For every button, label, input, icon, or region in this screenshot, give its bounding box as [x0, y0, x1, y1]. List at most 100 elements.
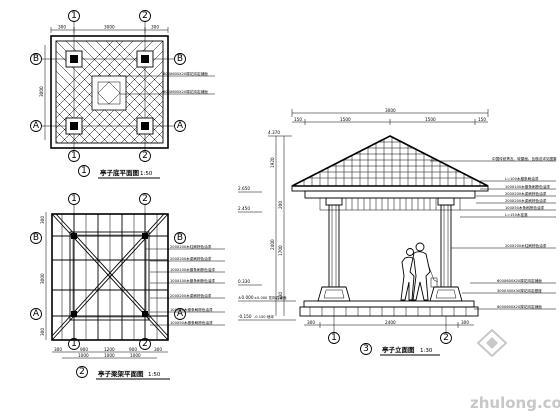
axis-bubble-A-left — [30, 120, 42, 132]
axis-bubble-B-left — [30, 232, 42, 244]
axis-label-B-right: B — [177, 233, 183, 243]
centre-medallion — [91, 75, 127, 111]
axis-label-1-bottom: 1 — [71, 339, 77, 349]
dim-top-left: 300 — [58, 25, 66, 30]
elev-dim-top-3: 1500 — [425, 117, 436, 122]
elevation-annotations: 中国传统青瓦，坡屋面，瓦做法详见图集 L=100木檩条刷油漆 100X100木檩… — [430, 156, 557, 310]
elev-dim-bottom-3: 300 — [461, 320, 469, 325]
elev-annotation-11: 600X600X20厚花岗岩铺面 — [497, 304, 542, 309]
level-mark-5: ±0.000 — [238, 295, 254, 300]
plan2-dim-b2-2: 1000 — [104, 353, 115, 358]
plan2-dim-b-5: 300 — [154, 347, 162, 352]
axis-bubble-2-bottom — [139, 338, 151, 350]
axis-label-2-top: 2 — [142, 11, 148, 21]
elev-dim-left-4: 2400 — [270, 239, 275, 250]
elev-annotation-4: 200X200木梁刷棕色油漆 — [505, 191, 547, 196]
axis-bubble-A-right — [174, 308, 186, 320]
drawing-number-1: 1 — [81, 166, 87, 176]
dim-left: 3000 — [39, 86, 44, 97]
plan1-scale: 1:50 — [140, 171, 153, 177]
elev-annotation-3: 100X100木檩条刷棕色油漆 — [505, 184, 550, 189]
drawing-number-3: 3 — [363, 344, 369, 354]
platform-base — [299, 306, 479, 317]
axis-label-A-left: A — [33, 121, 40, 131]
plan2-title: 亭子梁架平面图 — [98, 369, 144, 378]
columns — [325, 197, 455, 288]
dim-top-mid: 3000 — [104, 25, 115, 30]
vertical-dims: 1920 1700 200 2400 330 — [270, 136, 285, 316]
level-marks: 4.370 2.650 2.450 0.330 ±0.000 ±0.000 花岗… — [238, 130, 296, 321]
platform-outline — [50, 35, 169, 149]
axis-label-A-right: A — [177, 309, 184, 319]
plan2-dim-b-4: 900 — [129, 347, 137, 352]
elev-dim-left-3: 200 — [278, 201, 283, 209]
plan1-annotation-1: 600X600X20厚花岗岩铺面 — [163, 71, 208, 76]
ring-beam — [69, 231, 150, 321]
plan2-annotation-3: 100X100木檩条刷棕色油漆 — [170, 267, 215, 272]
axis-bubble-2-top — [139, 193, 151, 205]
axis-label-2: 2 — [443, 333, 449, 343]
axis-label-2-bottom: 2 — [142, 151, 148, 161]
elev-dim-top-4: 150 — [478, 117, 486, 122]
axis-bubble-B-right — [174, 53, 186, 65]
axis-label-1-bottom: 1 — [71, 151, 77, 161]
elev-annotation-8: 200X200木柱刷棕色油漆 — [505, 243, 547, 248]
elevation-scale: 1:30 — [420, 348, 433, 354]
axis-bubble-1-top — [68, 193, 80, 205]
watermark: zhulong.com — [470, 328, 560, 412]
elev-annotation-6: 100X50木条刷棕色油漆 — [505, 205, 544, 210]
elev-annotation-2: L=100木檩条刷油漆 — [505, 176, 539, 181]
level-mark-3: 2.450 — [238, 206, 250, 211]
plan2-annotation-2: 200X200木梁刷棕色油漆 — [170, 256, 212, 261]
column-bases — [317, 286, 463, 302]
plan2-scale: 1:50 — [148, 372, 161, 378]
plan2-dim-b2-3: 1000 — [130, 353, 141, 358]
elevation-title: 亭子立面图 — [382, 345, 415, 354]
elev-annotation-10: 300X300X30厚花岗岩基座 — [497, 288, 542, 293]
drawing-number-2: 2 — [79, 367, 85, 377]
plan2-dim-left-1: 300 — [40, 216, 45, 224]
plan2-dim-b-1: 300 — [54, 347, 62, 352]
axis-bubble-2 — [440, 332, 452, 344]
plan2-annotation-7: 100X50木椽条刷棕色油漆 — [170, 320, 213, 325]
plan2-annotation-1: 200X200木柱刷棕色油漆 — [170, 244, 212, 249]
elevation-view: 3000 150 1500 1500 150 4.370 2.650 2.450… — [238, 108, 557, 356]
axis-label-1-top: 1 — [71, 194, 77, 204]
axis-bubble-B-right — [174, 232, 186, 244]
level-note-1: ±0.000 花岗岩铺面 — [254, 295, 287, 300]
axis-label-2-top: 2 — [142, 194, 148, 204]
elev-annotation-1: 中国传统青瓦，坡屋面，瓦做法详见图集 — [492, 156, 557, 161]
plan2-annotation-5: 200X200木梁刷棕色油漆 — [170, 293, 212, 298]
plan2-dim-b2-1: 1000 — [78, 353, 89, 358]
elev-dim-top-2: 1500 — [340, 117, 351, 122]
elev-annotation-5: 200X200木梁刷棕色油漆 — [505, 198, 547, 203]
axis-label-A-right: A — [177, 121, 184, 131]
axis-label-1: 1 — [331, 333, 337, 343]
axis-bubble-A-left — [30, 308, 42, 320]
elev-dim-bottom-2: 2400 — [385, 320, 396, 325]
column-bases — [65, 50, 154, 135]
axis-bubble-1 — [328, 332, 340, 344]
plan1-annotation-2: 600X600X20厚花岗岩铺面 — [163, 89, 208, 94]
axis-bubble-A-right — [174, 120, 186, 132]
axis-bubble-1-top — [68, 10, 80, 22]
plan2-dim-b-2: 900 — [80, 347, 88, 352]
level-note-2: -0.150 地坪 — [254, 314, 274, 319]
elev-dim-left-1: 1920 — [270, 157, 275, 168]
plan1-title: 亭子底平面图 — [100, 168, 140, 177]
level-mark-6: -0.150 — [238, 314, 252, 319]
plan2-annotations: 200X200木柱刷棕色油漆 200X200木梁刷棕色油漆 100X100木檩条… — [145, 244, 225, 326]
platform-top — [303, 300, 475, 308]
axis-label-B-left: B — [33, 54, 39, 64]
elev-dim-total: 3000 — [385, 108, 396, 113]
elev-dim-top-1: 150 — [294, 117, 302, 122]
human-figures — [400, 242, 439, 301]
axis-bubble-B-left — [30, 53, 42, 65]
axis-label-2-bottom: 2 — [142, 339, 148, 349]
elev-dim-left-5: 330 — [278, 292, 283, 300]
plan2-annotation-4: 100X100木檩条刷棕色油漆 — [170, 278, 215, 283]
hanging-fascia — [319, 197, 461, 211]
elev-annotation-7: L=150木挂落 — [505, 212, 528, 217]
axis-label-A-left: A — [33, 309, 40, 319]
